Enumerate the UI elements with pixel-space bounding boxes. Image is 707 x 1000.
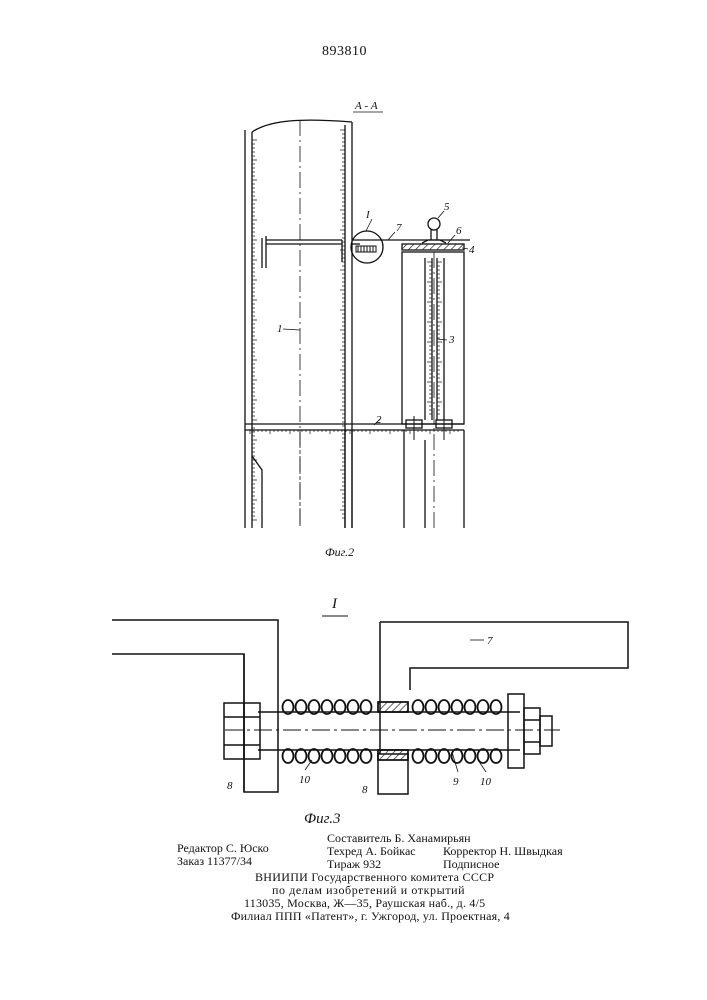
column-1	[245, 120, 352, 528]
figure-2-caption: Фиг.2	[325, 545, 354, 559]
callout-6: 6	[456, 225, 462, 237]
figure-3-caption: Фиг.3	[304, 811, 340, 827]
callout-5: 5	[444, 201, 450, 213]
section-label: А - А	[354, 100, 378, 112]
column-3	[402, 252, 464, 528]
imprint-order: Заказ 11377/34	[177, 855, 252, 868]
fig3-callout-8-bottom: 8	[362, 784, 368, 796]
detail-label: I	[331, 596, 338, 612]
fig3-callout-7: 7	[487, 635, 493, 647]
bracket-left	[262, 236, 342, 268]
callout-4: 4	[469, 244, 475, 256]
fig3-callout-9: 9	[453, 776, 459, 788]
rail-head-5	[422, 218, 446, 243]
fig3-callout-8-left: 8	[227, 780, 233, 792]
figure-3	[112, 620, 628, 794]
callout-7: 7	[396, 222, 402, 234]
fig3-callout-10-left: 10	[299, 774, 311, 786]
fig3-callout-10-right: 10	[480, 776, 492, 788]
callout-3: 3	[448, 334, 455, 346]
callout-2: 2	[376, 414, 382, 426]
imprint-branch: Филиал ППП «Патент», г. Ужгород, ул. Про…	[231, 910, 510, 923]
callout-i: I	[365, 209, 371, 221]
callout-1: 1	[277, 323, 283, 335]
